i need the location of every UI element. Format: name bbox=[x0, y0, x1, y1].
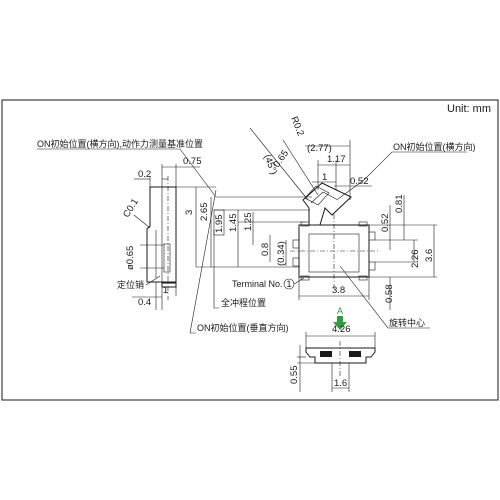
side-view: 0.2 0.75 C0.1 ø0.65 定位销 0.4 1 bbox=[117, 156, 216, 310]
locating-pin-outline bbox=[163, 243, 171, 273]
actuator-tip bbox=[304, 185, 330, 206]
leader-c0-1 bbox=[133, 214, 151, 229]
dim-c0-1: C0.1 bbox=[121, 197, 141, 220]
dim-1-left: 1 bbox=[163, 285, 168, 296]
dim-1-17: 1.17 bbox=[327, 154, 346, 165]
front-view: 3 2.65 1.95 1.45 1.25 0.8 (0.34) bbox=[184, 115, 476, 334]
dim-0-2: 0.2 bbox=[138, 169, 151, 180]
leader-on-initial-vertical bbox=[189, 189, 217, 334]
dim-0-4: 0.4 bbox=[138, 297, 151, 308]
terminal-tab bbox=[292, 239, 300, 249]
note-on-initial-horizontal-operating: ON初始位置(横方向),动作力测量基准位置 bbox=[37, 138, 203, 149]
view-arrow-icon bbox=[333, 316, 347, 330]
dim-2-26: 2.26 bbox=[410, 250, 421, 269]
dim-0-65-lever: 0.65 bbox=[271, 148, 291, 169]
leader-on-initial-horizontal bbox=[337, 151, 467, 200]
ext-line-45 bbox=[249, 127, 309, 201]
dim-0-81: 0.81 bbox=[394, 195, 405, 214]
unit-label: Unit: mm bbox=[447, 103, 491, 115]
view-arrow-label: A bbox=[337, 306, 343, 316]
dim-1-45: 1.45 bbox=[228, 214, 239, 233]
bottom-view-a: A 4.26 0.55 1.6 bbox=[289, 306, 376, 392]
ext-line-r02 bbox=[282, 139, 319, 196]
leader-terminal bbox=[293, 277, 305, 285]
terminal-tab bbox=[368, 231, 376, 241]
dim-0-75: 0.75 bbox=[183, 156, 202, 167]
dim-3-6: 3.6 bbox=[424, 249, 435, 262]
note-locating-pin: 定位销 bbox=[117, 279, 144, 290]
leader-locating-pin bbox=[145, 275, 161, 286]
note-full-stroke: 全冲程位置 bbox=[221, 297, 266, 308]
dim-3: 3 bbox=[184, 210, 195, 215]
leader-rotation-center bbox=[339, 265, 430, 329]
terminal-tab bbox=[300, 275, 310, 281]
actuator-lever bbox=[302, 182, 352, 226]
dim-1-95: 1.95 bbox=[214, 215, 225, 234]
dim-0-8: 0.8 bbox=[260, 243, 271, 256]
dim-1: 1 bbox=[322, 172, 327, 183]
dim-2-77: (2.77) bbox=[307, 143, 332, 154]
dim-0-34: (0.34) bbox=[276, 241, 287, 266]
note-rotation-center: 旋转中心 bbox=[389, 317, 425, 328]
leader-on-initial-operating bbox=[37, 148, 217, 198]
dim-r0-2: R0.2 bbox=[288, 115, 306, 138]
terminal-tab bbox=[292, 257, 300, 267]
dim-0-58: 0.58 bbox=[384, 285, 395, 304]
terminal-tab bbox=[368, 261, 376, 271]
dim-3-8: 3.8 bbox=[332, 285, 345, 296]
side-view-body bbox=[146, 186, 177, 288]
note-on-initial-horizontal: ON初始位置(横方向) bbox=[393, 141, 476, 152]
dim-1-6: 1.6 bbox=[334, 378, 347, 389]
dim-phi-0-65: ø0.65 bbox=[125, 246, 136, 270]
dim-0-52-top: 0.52 bbox=[350, 176, 369, 187]
dim-0-52-right: 0.52 bbox=[380, 214, 391, 233]
leader-full-stroke bbox=[213, 230, 219, 309]
note-on-initial-vertical: ON初始位置(垂直方向) bbox=[197, 322, 289, 333]
bottom-terminal-left bbox=[320, 351, 332, 357]
dim-4-26: 4.26 bbox=[332, 324, 351, 335]
terminal-tab bbox=[358, 275, 368, 281]
terminal-tab bbox=[358, 221, 368, 227]
bottom-terminal-right bbox=[349, 351, 361, 357]
dim-2-65: 2.65 bbox=[199, 203, 210, 222]
drawing-frame bbox=[1, 99, 499, 401]
actuator-lever-inner bbox=[310, 191, 339, 204]
terminal-number: 1 bbox=[286, 279, 291, 289]
note-terminal-no: Terminal No. bbox=[232, 279, 283, 289]
bottom-view-body bbox=[305, 347, 376, 364]
dim-0-55: 0.55 bbox=[289, 366, 300, 385]
